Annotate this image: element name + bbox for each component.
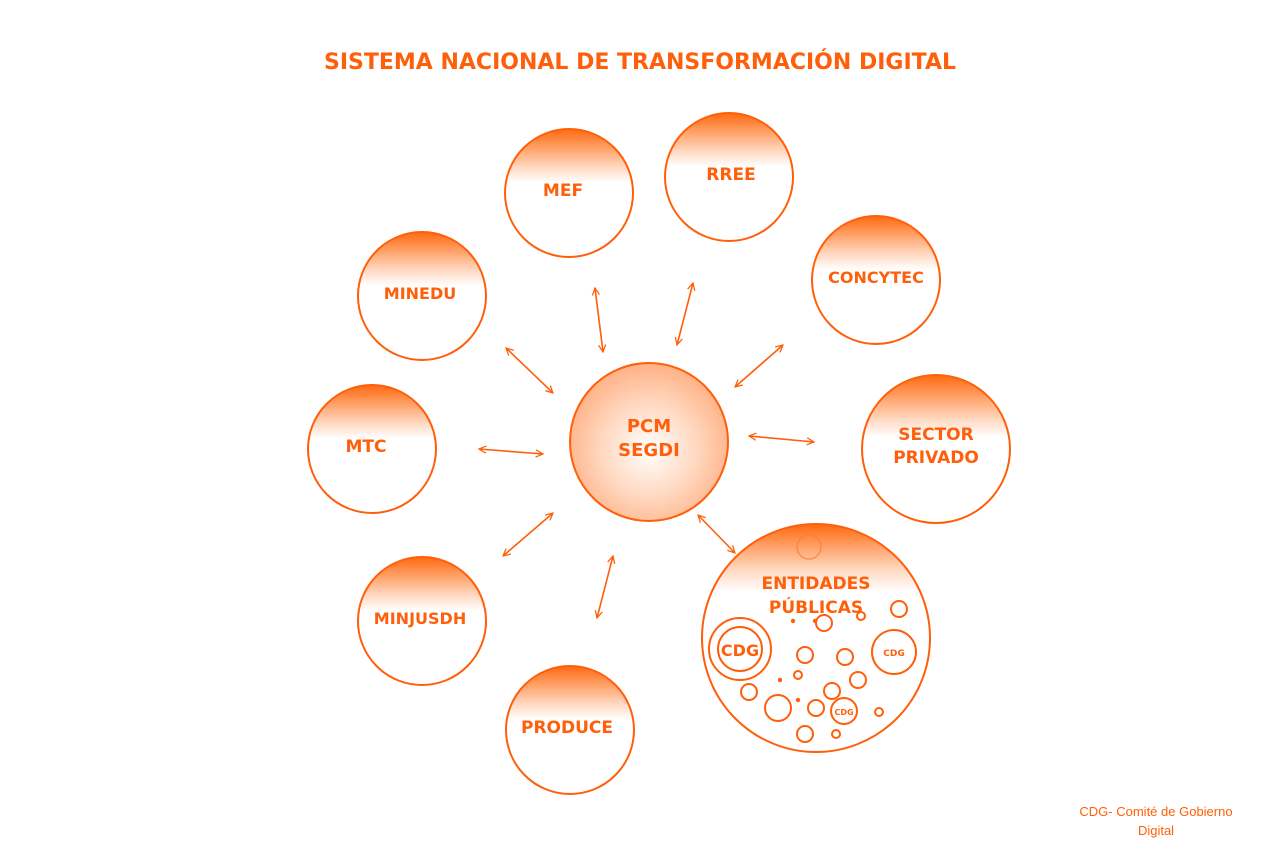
small-entity-circle [796, 534, 822, 560]
arrow-sector-privado [749, 436, 814, 442]
arrow-entidades [698, 515, 735, 553]
arrow-minjusdh [503, 513, 553, 556]
node-label: MTC [346, 437, 387, 457]
node-label: MINEDU [384, 284, 456, 303]
node-minedu: MINEDU [357, 231, 487, 361]
node-rree: RREE [664, 112, 794, 242]
center-node-pcm-segdi: PCM SEGDI [569, 362, 729, 522]
cdg-small: CDG [830, 697, 858, 725]
center-label-1: PCM [627, 416, 671, 437]
page-title: SISTEMA NACIONAL DE TRANSFORMACIÓN DIGIT… [324, 49, 956, 75]
node-produce: PRODUCE [505, 665, 635, 795]
node-label: PÚBLICAS [769, 596, 863, 618]
node-mtc: MTC [307, 384, 437, 514]
node-entidades-publicas: ENTIDADES PÚBLICAS CDG CDG CDG [701, 523, 931, 753]
cdg-medium: CDG [871, 629, 917, 675]
arrow-rree [677, 283, 693, 345]
node-mef: MEF [504, 128, 634, 258]
arrow-mtc [479, 449, 543, 454]
node-label: MEF [543, 181, 583, 201]
node-label: PRODUCE [521, 718, 613, 738]
node-label: SECTOR [898, 425, 973, 445]
footnote: CDG- Comité de Gobierno Digital [1056, 802, 1256, 840]
cdg-label: CDG [721, 641, 759, 660]
node-label: MINJUSDH [374, 609, 466, 628]
arrow-produce [597, 556, 613, 618]
node-label: PRIVADO [893, 448, 979, 468]
arrow-mef [595, 288, 603, 352]
cdg-label: CDG [883, 649, 904, 659]
footnote-line-1: CDG- Comité de Gobierno [1079, 804, 1233, 819]
node-label: CONCYTEC [828, 268, 924, 287]
node-sector-privado: SECTOR PRIVADO [861, 374, 1011, 524]
footnote-line-2: Digital [1137, 823, 1175, 838]
cdg-large: CDG [708, 617, 772, 681]
node-concytec: CONCYTEC [811, 215, 941, 345]
arrow-concytec [735, 345, 783, 387]
arrow-minedu [506, 348, 553, 393]
node-minjusdh: MINJUSDH [357, 556, 487, 686]
cdg-label: CDG [834, 708, 853, 717]
connection-arrows [479, 283, 814, 618]
center-label-2: SEGDI [618, 440, 680, 461]
node-label: RREE [706, 165, 755, 185]
node-label: ENTIDADES [762, 574, 871, 594]
small-entity-circles [740, 600, 908, 743]
